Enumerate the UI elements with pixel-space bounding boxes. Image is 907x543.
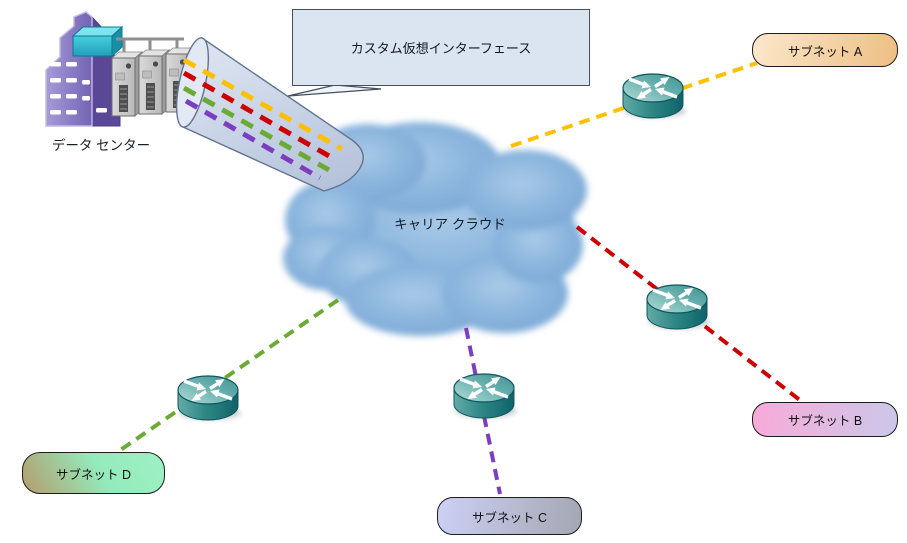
callout-tail <box>287 84 382 97</box>
tunnel-line-red <box>182 70 338 163</box>
tunnel-lines <box>182 57 344 181</box>
subnet-a-label: サブネット A <box>787 44 863 59</box>
subnet-d-label: サブネット D <box>55 467 131 482</box>
cloud-label: キャリア クラウド <box>394 217 506 232</box>
cloud-icon <box>283 122 587 336</box>
subnet-a-node: サブネット A <box>752 33 898 67</box>
subnet-c-node: サブネット C <box>437 497 582 535</box>
router-icon-c <box>454 374 517 418</box>
router-icon-a <box>623 74 686 118</box>
building-icon <box>45 11 124 127</box>
tube-icon <box>175 36 364 192</box>
link-subnet-c-line <box>464 327 502 495</box>
router-icon-d <box>178 376 241 420</box>
subnet-c-label: サブネット C <box>471 510 547 525</box>
subnet-b-node: サブネット B <box>752 402 898 437</box>
tunnel-line-green <box>182 85 331 173</box>
data-center-label: データ センター <box>51 138 151 153</box>
link-subnet-b-line <box>575 225 803 403</box>
tunnel-line-purple <box>184 98 322 181</box>
rooftop-unit-icon <box>71 25 124 58</box>
callout-custom-virtual-interface: カスタム仮想インターフェース <box>292 9 590 86</box>
callout-label: カスタム仮想インターフェース <box>350 41 532 56</box>
subnet-b-label: サブネット B <box>787 414 863 428</box>
tunnel-line-yellow <box>182 57 344 152</box>
router-icon-b <box>647 285 710 329</box>
link-subnet-d-line <box>117 298 340 453</box>
subnet-d-node: サブネット D <box>22 452 165 494</box>
